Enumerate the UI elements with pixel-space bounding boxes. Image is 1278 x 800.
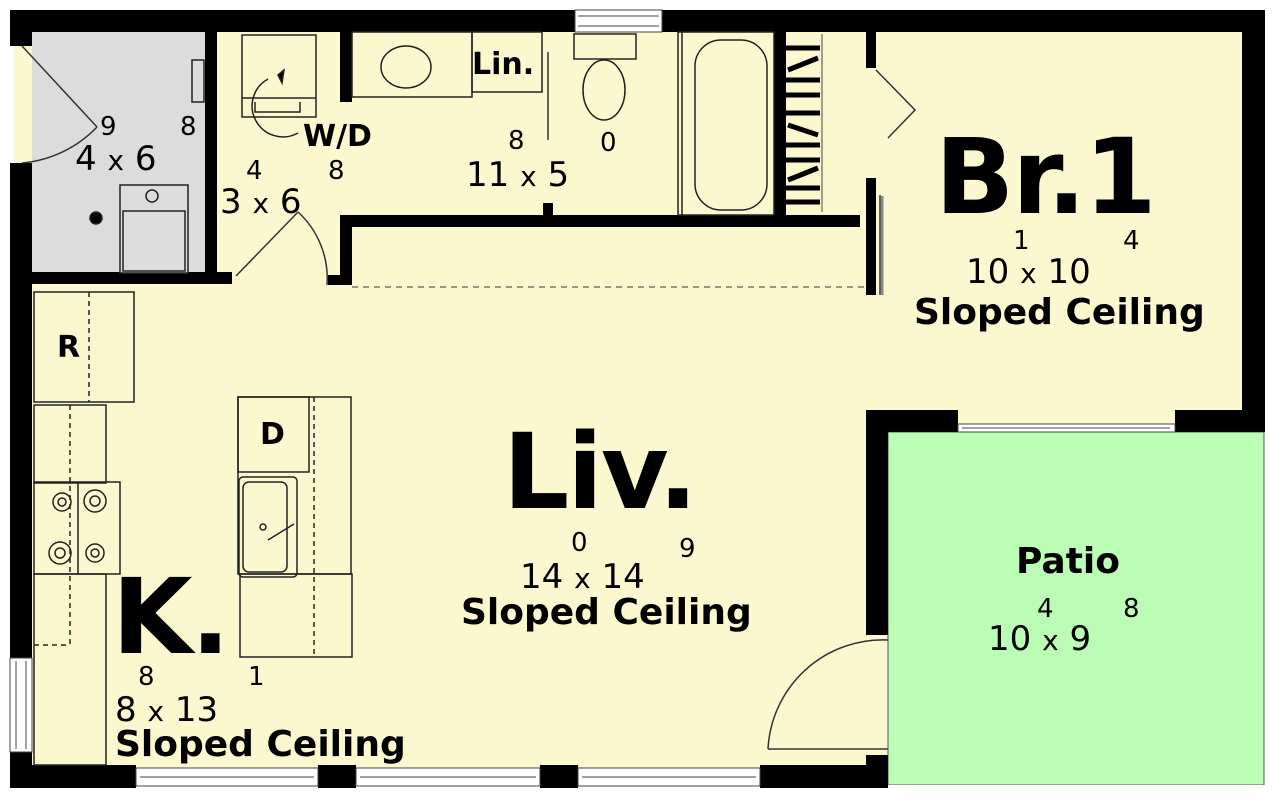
kitchen-width: 8 bbox=[115, 690, 137, 730]
window-bath bbox=[574, 9, 663, 33]
laundry-width: 3 bbox=[220, 182, 242, 222]
kitchen-note: Sloped Ceiling bbox=[115, 724, 406, 765]
dim-sep: x bbox=[252, 187, 270, 220]
bedroom-width-inches: 1 bbox=[1013, 226, 1030, 256]
living-depth-inches: 9 bbox=[679, 534, 696, 564]
kitchen-dimensions: 8 x 13 bbox=[115, 693, 218, 727]
kitchen-depth-inches: 1 bbox=[248, 662, 265, 692]
bath-depth: 5 bbox=[547, 155, 570, 195]
living-depth: 14 bbox=[601, 557, 645, 597]
living-width-inches: 0 bbox=[571, 528, 588, 558]
laundry-width-inches: 4 bbox=[246, 156, 263, 186]
kitchen-width-inches: 8 bbox=[138, 662, 155, 692]
utility-width: 4 bbox=[75, 139, 97, 179]
patio-depth: 9 bbox=[1069, 619, 1092, 659]
linen-closet bbox=[471, 31, 543, 93]
windows bbox=[9, 9, 1176, 787]
refrigerator-label: R bbox=[57, 330, 81, 365]
utility-fixtures bbox=[89, 59, 205, 274]
laundry-depth: 6 bbox=[279, 182, 302, 222]
living-note: Sloped Ceiling bbox=[461, 592, 752, 633]
kitchen-fixtures bbox=[33, 291, 353, 766]
patio-width: 10 bbox=[988, 619, 1032, 659]
closet-shelving bbox=[786, 45, 820, 205]
dim-sep: x bbox=[520, 160, 537, 193]
doors bbox=[21, 45, 917, 750]
laundry-dimensions: 3 x 6 bbox=[220, 185, 301, 219]
utility-depth: 6 bbox=[134, 139, 157, 179]
toilet-bowl bbox=[582, 59, 626, 121]
toilet-tank bbox=[573, 33, 637, 60]
bedroom-depth: 10 bbox=[1047, 252, 1091, 292]
door-bedroom-closet bbox=[875, 69, 917, 139]
walls bbox=[10, 10, 1265, 788]
door-laundry bbox=[235, 211, 299, 277]
patio-dimensions: 10 x 9 bbox=[988, 622, 1091, 656]
patio-width-inches: 4 bbox=[1037, 594, 1054, 624]
laundry-depth-inches: 8 bbox=[328, 156, 345, 186]
linen-label: Lin. bbox=[472, 47, 535, 82]
dim-sep: x bbox=[147, 695, 165, 728]
dishwasher bbox=[237, 396, 310, 473]
living-width: 14 bbox=[520, 557, 564, 597]
laundry-label: W/D bbox=[303, 119, 372, 154]
sink bbox=[380, 45, 432, 89]
kitchen-depth: 13 bbox=[174, 690, 219, 730]
kitchen-label: K. bbox=[112, 556, 230, 678]
refrigerator bbox=[33, 291, 135, 403]
door-utility bbox=[21, 45, 98, 128]
dishwasher-label: D bbox=[260, 417, 285, 452]
outside-bottom-right bbox=[864, 785, 1278, 800]
water-heater bbox=[119, 184, 189, 274]
dim-sep: x bbox=[1042, 624, 1059, 657]
bath-depth-inches: 0 bbox=[600, 128, 617, 158]
bath-width-inches: 8 bbox=[508, 126, 525, 156]
bedroom-label: Br.1 bbox=[935, 116, 1157, 238]
washer-dryer bbox=[241, 34, 317, 138]
floor-drain bbox=[89, 211, 103, 225]
bath-dimensions: 11 x 5 bbox=[466, 158, 569, 192]
dim-sep: x bbox=[107, 144, 125, 177]
dim-sep: x bbox=[574, 562, 591, 595]
bath-fixtures bbox=[351, 31, 775, 216]
utility-depth-inches: 8 bbox=[180, 112, 197, 142]
bedroom-width: 10 bbox=[966, 252, 1010, 292]
patio-depth-inches: 8 bbox=[1123, 594, 1140, 624]
kitchen-sink bbox=[238, 476, 298, 578]
window-left bbox=[9, 657, 33, 753]
patio-floor bbox=[887, 431, 1265, 786]
patio-label: Patio bbox=[1016, 541, 1120, 582]
bedroom-dimensions: 10 x 10 bbox=[966, 255, 1091, 289]
bedroom-depth-inches: 4 bbox=[1123, 226, 1140, 256]
bedroom-note: Sloped Ceiling bbox=[914, 292, 1205, 333]
floor-fills bbox=[14, 10, 1278, 800]
utility-dimensions: 4 x 6 bbox=[75, 142, 156, 176]
living-label: Liv. bbox=[503, 411, 698, 533]
dim-sep: x bbox=[1020, 257, 1037, 290]
bathtub bbox=[677, 31, 775, 216]
bath-width: 11 bbox=[466, 155, 510, 195]
living-dimensions: 14 x 14 bbox=[520, 560, 645, 594]
utility-width-inches: 9 bbox=[100, 112, 117, 142]
